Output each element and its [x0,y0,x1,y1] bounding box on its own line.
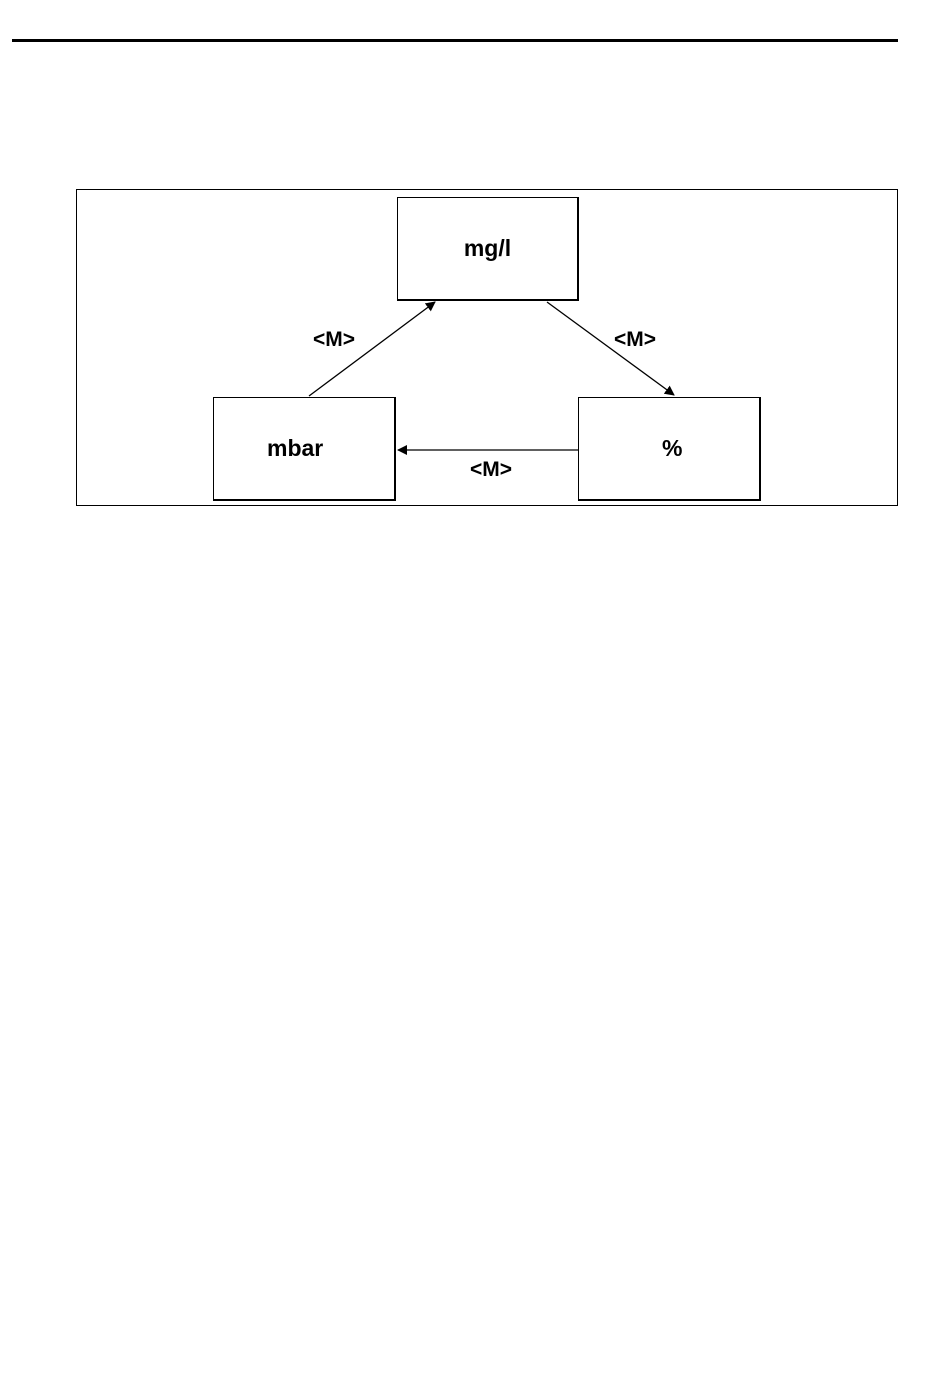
unit-box-mgl: mg/l [397,197,579,301]
unit-label-percent: % [662,435,682,462]
unit-label-mgl: mg/l [464,235,511,262]
edge-label-mbar-to-mgl: <M> [313,328,355,352]
unit-box-mbar: mbar [213,397,396,501]
edge-label-percent-to-mbar: <M> [470,458,512,482]
header-rule [12,39,898,42]
unit-label-mbar: mbar [267,435,323,462]
unit-box-percent: % [578,397,761,501]
edge-label-mgl-to-percent: <M> [614,328,656,352]
